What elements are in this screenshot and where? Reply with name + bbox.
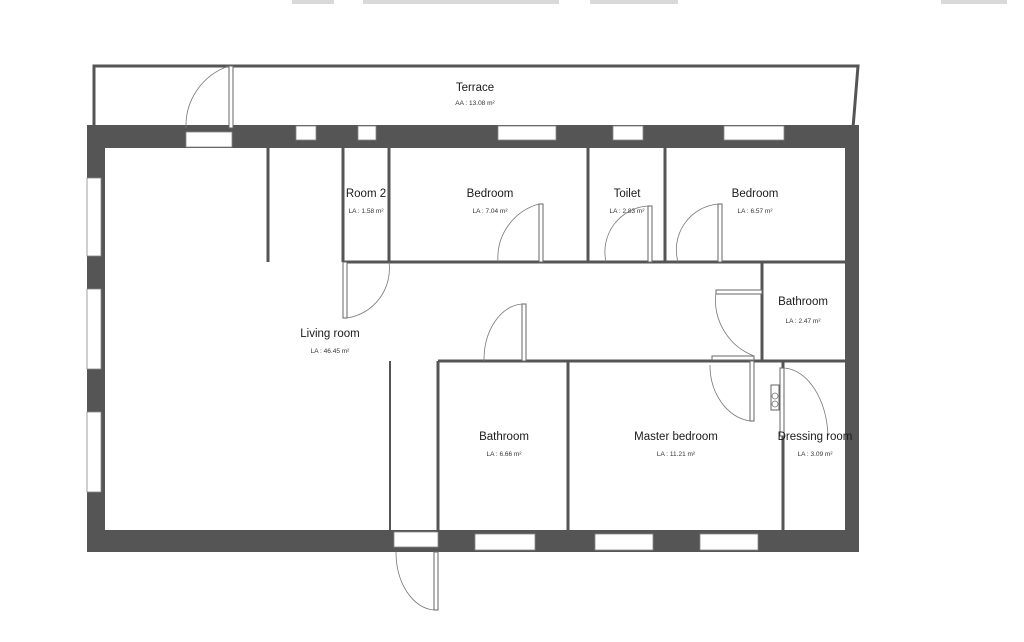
- bedroom1-area: LA : 7.04 m²: [472, 208, 508, 215]
- fixture-symbol: [770, 384, 780, 411]
- toilet-area: LA : 2.83 m²: [609, 208, 645, 215]
- bathroom-east-door[interactable]: [711, 289, 763, 361]
- bathroom-south-area: LA : 6.66 m²: [486, 451, 522, 458]
- bedroom1-name: Bedroom: [467, 188, 514, 200]
- window: [474, 533, 536, 551]
- room2-door[interactable]: [342, 261, 390, 319]
- south-wall: [87, 530, 859, 552]
- window: [497, 125, 557, 141]
- master-name: Master bedroom: [634, 431, 718, 443]
- living-name: Living room: [300, 328, 359, 340]
- top-toolbar: [292, 0, 1007, 4]
- bathroom-east-name: Bathroom: [778, 296, 828, 308]
- terrace-door[interactable]: [185, 65, 234, 129]
- toolbar-button[interactable]: [590, 0, 678, 4]
- entrance-opening: [393, 531, 439, 548]
- living-area: LA : 46.45 m²: [311, 348, 350, 355]
- east-wall: [845, 125, 859, 552]
- room-labels: Terrace AA : 13.08 m² Room 2 LA : 1.58 m…: [300, 82, 852, 458]
- toolbar-button[interactable]: [363, 0, 559, 4]
- dressing-name: Dressing room: [778, 431, 853, 443]
- window: [357, 125, 377, 141]
- toilet-door[interactable]: [604, 205, 653, 263]
- dressing-door[interactable]: [779, 367, 829, 437]
- windows: [86, 125, 785, 551]
- entrance-door[interactable]: [395, 551, 439, 611]
- master-area: LA : 11.21 m²: [657, 451, 696, 458]
- window: [594, 533, 654, 551]
- terrace-outline: [92, 64, 860, 129]
- window: [86, 288, 102, 370]
- master-door[interactable]: [709, 360, 755, 422]
- interior-walls: [266, 148, 845, 532]
- window: [723, 125, 785, 141]
- toolbar-button[interactable]: [941, 0, 1007, 4]
- window: [86, 177, 102, 257]
- terrace-name: Terrace: [456, 82, 494, 94]
- bedroom2-door[interactable]: [675, 203, 723, 263]
- bedroom2-name: Bedroom: [732, 188, 779, 200]
- dressing-area: LA : 3.09 m²: [797, 451, 833, 458]
- toilet-name: Toilet: [614, 188, 642, 200]
- window: [295, 125, 317, 141]
- room2-name: Room 2: [346, 188, 386, 200]
- room2-area: LA : 1.58 m²: [348, 208, 384, 215]
- window: [612, 125, 644, 141]
- toolbar-button[interactable]: [292, 0, 334, 4]
- terrace-area: AA : 13.08 m²: [455, 100, 495, 107]
- bathroom-south-name: Bathroom: [479, 431, 529, 443]
- window: [699, 533, 759, 551]
- bathroom-east-area: LA : 2.47 m²: [785, 318, 821, 325]
- doors: [185, 65, 829, 611]
- window: [86, 411, 102, 493]
- terrace-door-opening: [185, 131, 233, 148]
- bedroom1-door[interactable]: [497, 203, 544, 263]
- bathroom-south-door[interactable]: [483, 303, 527, 362]
- north-wall: [87, 125, 859, 148]
- bedroom2-area: LA : 6.57 m²: [737, 208, 773, 215]
